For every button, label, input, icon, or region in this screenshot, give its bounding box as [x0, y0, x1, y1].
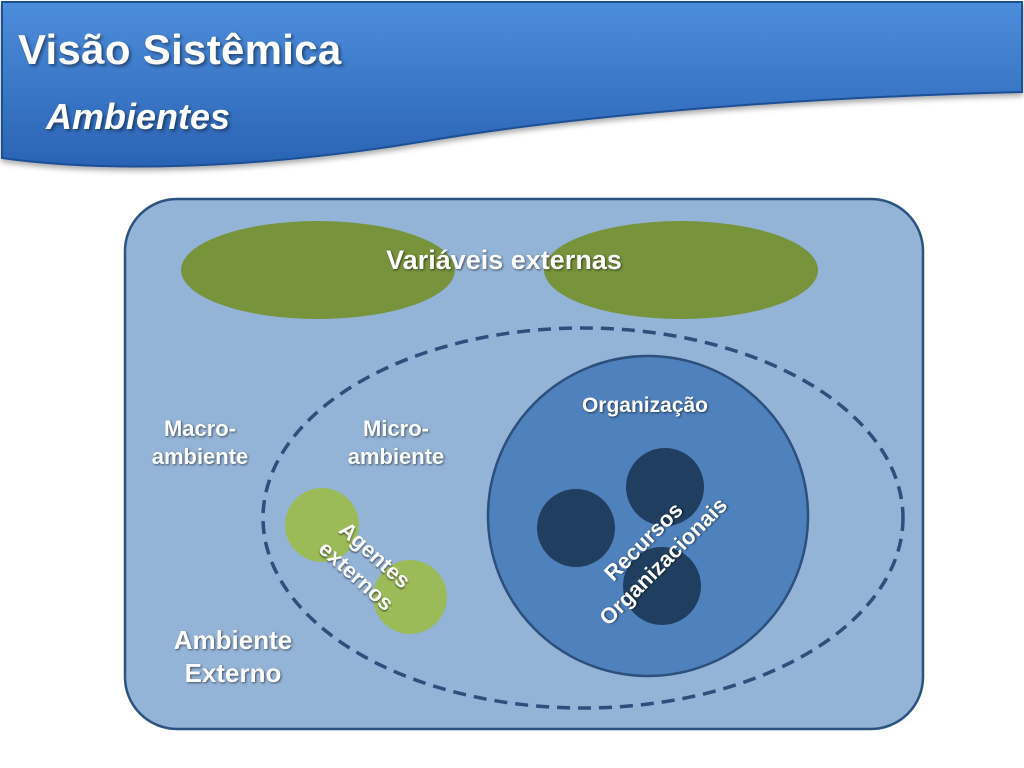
external-agent-circle-1	[285, 488, 359, 562]
micro-environment-label-line1: Micro-	[363, 416, 429, 441]
micro-environment-boundary	[261, 326, 905, 710]
external-agent-circle-2	[373, 560, 447, 634]
resource-circle-3	[623, 547, 701, 625]
external-variables-label: Variáveis externas	[386, 245, 622, 275]
resource-circle-2	[537, 489, 615, 567]
micro-environment-label: Micro- ambiente	[326, 415, 466, 470]
macro-environment-label-line1: Macro-	[163, 416, 237, 441]
page-title: Visão Sistêmica	[18, 26, 342, 73]
macro-environment-label: Macro- ambiente	[130, 415, 270, 470]
external-variable-ellipse-left	[181, 221, 455, 319]
micro-environment-label-line2: ambiente	[347, 443, 445, 469]
organization-label: Organização	[581, 394, 709, 417]
header-banner	[1, 1, 1023, 168]
external-environment-label-line1: Ambiente	[173, 625, 293, 655]
external-environment-label: Ambiente Externo	[153, 624, 313, 689]
external-variable-ellipse-right	[544, 221, 818, 319]
macro-environment-label-line2: ambiente	[151, 443, 249, 469]
page-subtitle: Ambientes	[46, 96, 231, 137]
external-environment-label-line2: Externo	[184, 657, 282, 688]
resource-circle-1	[626, 448, 704, 526]
